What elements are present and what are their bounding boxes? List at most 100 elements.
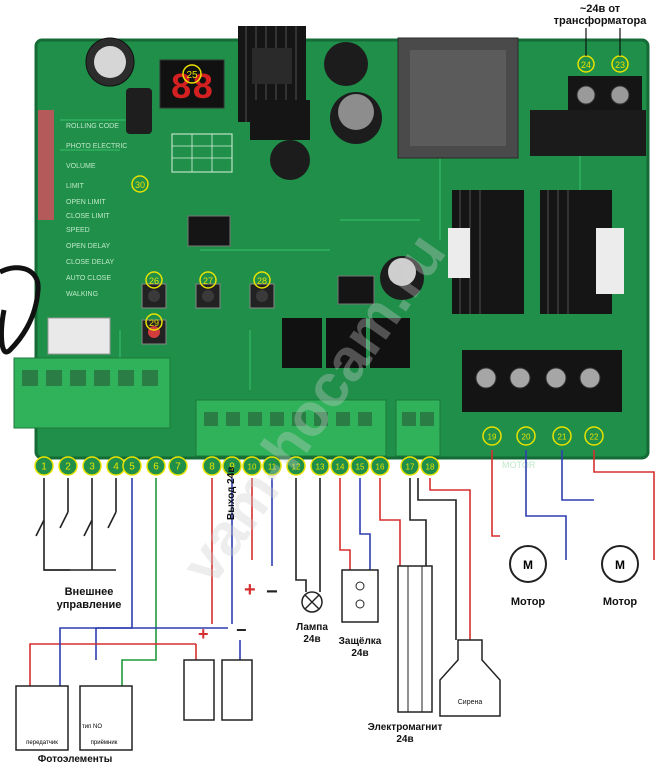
terminal-left-screws [22, 370, 158, 386]
external-control-label: Внешнее управление [56, 586, 122, 611]
pcb-number-30: 30 [135, 180, 145, 190]
latch-icon-hole-1 [355, 581, 365, 591]
heatsink-mid [250, 100, 310, 140]
terminal-number-circle [202, 456, 222, 476]
terminal-number: 9 [229, 462, 235, 473]
pcb-number-25: 25 [186, 70, 198, 81]
board-label-7: SPEED [66, 227, 90, 234]
terminal-number: 11 [268, 463, 277, 472]
electromagnet-lines [407, 566, 423, 712]
capacitor-mid-top [388, 258, 416, 286]
terminal-number: 17 [406, 463, 415, 472]
terminal-number-circle [82, 456, 102, 476]
terminal-mid-screws [204, 412, 372, 426]
switch-2 [59, 511, 69, 529]
motor-right-icon [601, 545, 639, 583]
terminal-number-circle [222, 456, 242, 476]
battery-2-icon [221, 659, 253, 721]
terminal-number: 2 [65, 462, 71, 473]
wire-22-red [593, 450, 655, 560]
electromagnet-label: Электромагнит 24в [367, 722, 443, 745]
board-settings-labels: ROLLING CODE PHOTO ELECTRIC VOLUME LIMIT… [66, 123, 127, 298]
terminal-number: 14 [336, 463, 345, 472]
terminal-right-screw-2 [420, 412, 434, 426]
motor-right-symbol: M [615, 558, 625, 572]
pcb-number-24: 24 [581, 60, 591, 70]
wire-17-black [409, 478, 427, 566]
terminal-number: 15 [356, 463, 365, 472]
wire-20-blue [525, 450, 567, 560]
wire-12 [295, 478, 307, 592]
transmitter-box [15, 685, 69, 751]
capacitor-a [324, 42, 368, 86]
regulator [252, 48, 292, 84]
terminal-number: 10 [248, 463, 257, 472]
switch-4 [107, 511, 117, 529]
top-note-line2: трансформатора [554, 15, 648, 27]
antenna-wire [0, 265, 41, 355]
terminal-number: 7 [175, 462, 181, 473]
pcb-number-23: 23 [615, 60, 625, 70]
terminal-number-circle [584, 426, 604, 446]
control-board: 88 ROLLING CODE PHOTO ELECTRIC VOLUME LI… [0, 26, 650, 476]
terminal-number: 4 [113, 462, 119, 473]
motor-board-label: MOTOR [502, 460, 536, 470]
white-header [47, 317, 111, 355]
terminal-number: 18 [426, 463, 435, 472]
switch-1 [35, 519, 45, 537]
terminal-number-circle [286, 456, 306, 476]
wire-15-blue [359, 478, 371, 570]
siren-icon [439, 639, 501, 717]
wire-14-red [339, 478, 351, 570]
board-label-6: CLOSE LIMIT [66, 213, 110, 220]
capacitor-b-top [338, 94, 374, 130]
motor-left-icon [509, 545, 547, 583]
white-part-2 [596, 228, 624, 294]
wire-21-blue [561, 450, 594, 501]
board-label-11: WALKING [66, 291, 98, 298]
terminal-number-circle [482, 426, 502, 446]
capacitor-c [270, 140, 310, 180]
motor-screw-22[interactable] [579, 367, 601, 389]
battery-minus: − [236, 620, 247, 640]
no-contact-label: тип NO [82, 724, 102, 730]
board-label-2: PHOTO ELECTRIC [66, 143, 127, 150]
lamp-label: Лампа 24в [296, 622, 328, 645]
motor-left-label: Мотор [510, 596, 546, 608]
terminal-number-circle [516, 426, 536, 446]
wire-19-red [491, 450, 500, 537]
board-label-9: CLOSE DELAY [66, 259, 114, 266]
relay-1 [282, 318, 322, 368]
board-label-1: ROLLING CODE [66, 123, 119, 130]
board-button-3-cap [256, 290, 268, 302]
terminal-number-circle [262, 456, 282, 476]
relay-2 [326, 318, 366, 368]
terminal-number-circle [420, 456, 440, 476]
board-label-8: OPEN DELAY [66, 243, 111, 250]
transformer-screw-2[interactable] [610, 85, 630, 105]
terminal-number: 3 [89, 462, 95, 473]
pcb-number-29: 29 [149, 318, 159, 328]
transformer-screw-1[interactable] [576, 85, 596, 105]
top-note-line1: ~24в от [580, 3, 621, 15]
black-block [530, 110, 646, 156]
capacitor-top-left-cap [94, 46, 126, 78]
receiver-box [79, 685, 133, 751]
motor-screw-21[interactable] [545, 367, 567, 389]
terminal-number: 16 [376, 463, 385, 472]
battery-plus: + [198, 624, 209, 644]
terminal-number: 6 [153, 462, 159, 473]
motor-screw-20[interactable] [509, 367, 531, 389]
board-button-1-cap [148, 290, 160, 302]
display-digits: 88 [170, 68, 213, 109]
wire-1 [43, 478, 70, 571]
board-table-grid [172, 134, 232, 172]
terminal-number-circle [330, 456, 350, 476]
photo-elements-label: Фотоэлементы [37, 754, 113, 765]
pcb-number-markers: 25 30 26 27 28 29 24 23 [131, 55, 629, 331]
terminal-number-circle [58, 456, 78, 476]
motor-screw-19[interactable] [475, 367, 497, 389]
wire-photo-red [29, 643, 96, 690]
